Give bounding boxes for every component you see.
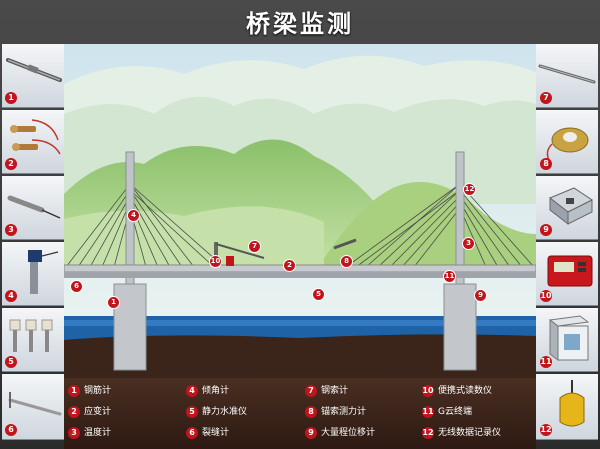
thumb-number: 3 xyxy=(5,224,17,236)
marker-10[interactable]: 10 xyxy=(209,255,222,268)
thumb-thermometer[interactable]: 3 xyxy=(2,176,64,240)
sensor-thumbnails-left: 1 2 3 4 xyxy=(2,44,64,449)
readout-device-icon xyxy=(547,255,593,287)
thumb-strain-gauge[interactable]: 2 xyxy=(2,110,64,174)
thumb-data-logger[interactable]: 12 xyxy=(536,374,598,440)
marker-8[interactable]: 8 xyxy=(340,255,353,268)
thumb-number: 6 xyxy=(5,424,17,436)
marker-5[interactable]: 5 xyxy=(312,288,325,301)
thumb-number: 7 xyxy=(540,92,552,104)
thumb-rebar-meter[interactable]: 1 xyxy=(2,44,64,108)
marker-12[interactable]: 12 xyxy=(463,183,476,196)
marker-1[interactable]: 1 xyxy=(107,296,120,309)
marker-11[interactable]: 11 xyxy=(443,270,456,283)
thumb-number: 4 xyxy=(5,290,17,302)
thermometer-icon xyxy=(7,195,61,219)
cable-meter-icon xyxy=(538,64,596,84)
thumb-number: 11 xyxy=(540,356,552,368)
thumb-anchor-load-cell[interactable]: 8 xyxy=(536,110,598,174)
thumb-readout-device[interactable]: 10 xyxy=(536,242,598,306)
sensor-thumbnails-right: 7 8 9 10 xyxy=(536,44,598,449)
thumb-number: 10 xyxy=(540,290,552,302)
cloud-terminal-icon xyxy=(548,315,590,361)
thumb-cable-meter[interactable]: 7 xyxy=(536,44,598,108)
marker-6[interactable]: 6 xyxy=(70,280,83,293)
anchor-load-cell-icon xyxy=(546,127,589,163)
thumb-displacement-meter[interactable]: 9 xyxy=(536,176,598,240)
page-title: 桥梁监测 xyxy=(246,10,354,38)
crack-meter-icon xyxy=(8,392,62,416)
level-gauge-icon xyxy=(9,319,53,352)
marker-9[interactable]: 9 xyxy=(474,289,487,302)
strain-gauge-icon xyxy=(10,119,61,155)
thumb-cloud-terminal[interactable]: 11 xyxy=(536,308,598,372)
thumb-number: 1 xyxy=(5,92,17,104)
inclinometer-icon xyxy=(28,250,59,294)
displacement-meter-icon xyxy=(549,187,593,226)
marker-3[interactable]: 3 xyxy=(462,237,475,250)
marker-2[interactable]: 2 xyxy=(283,259,296,272)
thumb-number: 2 xyxy=(5,158,17,170)
bridge-illustration xyxy=(64,44,536,378)
marker-4[interactable]: 4 xyxy=(127,209,140,222)
thumb-crack-meter[interactable]: 6 xyxy=(2,374,64,440)
rebar-meter-icon xyxy=(6,58,62,82)
marker-7[interactable]: 7 xyxy=(248,240,261,253)
title-bar: 桥梁监测 xyxy=(0,0,600,44)
bridge-scene: 1 2 3 4 5 6 7 8 9 10 11 12 xyxy=(64,44,536,378)
thumb-number: 8 xyxy=(540,158,552,170)
thumb-number: 5 xyxy=(5,356,17,368)
thumb-level-gauge[interactable]: 5 xyxy=(2,308,64,372)
thumb-number: 9 xyxy=(540,224,552,236)
thumb-number: 12 xyxy=(540,424,552,436)
data-logger-icon xyxy=(559,380,585,427)
thumb-inclinometer[interactable]: 4 xyxy=(2,242,64,306)
